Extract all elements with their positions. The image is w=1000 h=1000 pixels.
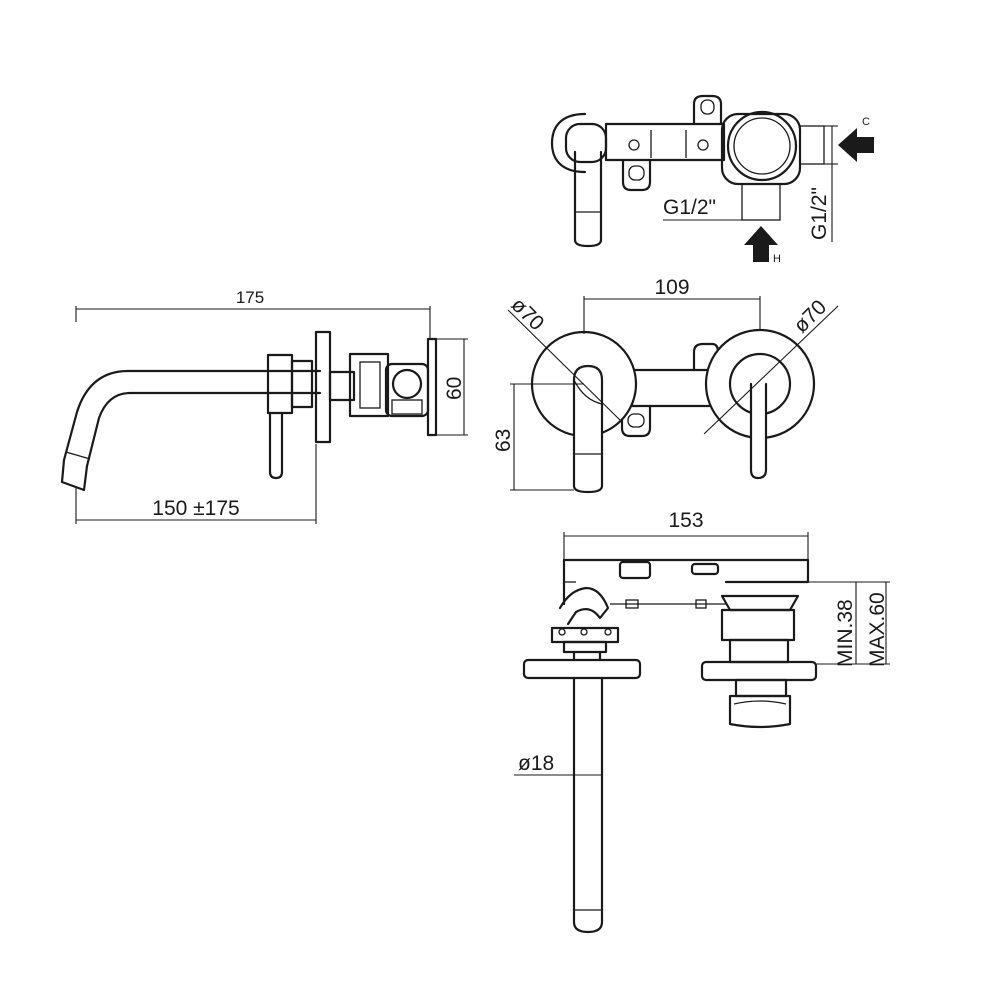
side-spout-collar [266,353,294,415]
side-elevation-view: 175 150 ±175 60 [60,288,468,524]
side-spout-aerator-line [65,451,91,460]
front-lower-bracket-slot [627,413,645,428]
top-spout-collar [562,640,608,654]
top-body-tab [625,599,639,609]
front-view: 109 ø70 ø70 63 [492,276,839,494]
dim-109-label: 109 [654,276,689,299]
top-spout-connector [572,650,602,662]
top-handle-knob [728,694,792,729]
body-cold-inlet [799,125,825,165]
dim-153-label: 153 [668,509,703,532]
body-spout-pipe [573,150,603,248]
side-cartridge-base [391,399,423,415]
top-right-rosette [700,660,818,682]
top-body-tab [695,599,707,609]
body-left-round-end [550,112,587,174]
front-connecting-body [630,368,712,408]
body-top-bracket-slot [700,99,715,115]
top-nut-bolt [604,628,612,636]
top-bracket-left [618,560,652,580]
side-spout-top-edge [62,369,322,462]
dim-175-label: 175 [236,288,264,307]
body-hot-inlet [741,183,781,221]
dim-o70-right-leader [703,305,839,435]
body-cartridge-outer [726,110,798,182]
dim-o70-right-label: ø70 [789,296,831,338]
top-left-rosette [522,658,642,680]
front-spout [572,364,604,494]
g-horizontal-label: G1/2" [663,196,716,219]
concealed-body-view: G1/2" G1/2" C H [550,94,874,265]
side-rear-plate [426,337,438,437]
side-body-block [348,352,390,418]
top-body-outline [562,558,810,584]
top-cartridge-head [720,594,800,612]
body-lower-bracket-slot [628,165,645,181]
dim-150-label: 150 ±175 [152,497,239,520]
body-screw [628,139,640,151]
dim-o18-label: ø18 [518,752,554,775]
side-spout-aerator [60,458,89,492]
body-screw [697,139,709,151]
dim-o70-left-label: ø70 [506,293,548,335]
side-handle-lever [268,411,284,480]
dim-60-label: 60 [443,377,466,400]
front-handle-lever [749,382,768,480]
top-cartridge-body [720,608,796,642]
top-nut-bolt [580,628,588,636]
top-handle-detail [733,700,787,705]
top-bracket-right [690,562,720,576]
hot-inlet-label: H [773,253,781,265]
dim-63-label: 63 [492,429,515,452]
side-spout-nut [290,359,314,409]
side-spout-bottom-edge [85,391,322,468]
side-wall-plate [314,330,332,444]
g-vertical-label: G1/2" [808,187,831,240]
body-lower-bracket [621,158,652,192]
side-cartridge-knob [391,368,423,400]
top-handle-neck [734,678,788,698]
dim-o70-left-leader [507,309,623,423]
front-lower-bracket [620,404,652,438]
dim-min-label: MIN.38 [834,599,857,667]
hot-inlet-arrow-icon [744,226,778,262]
top-plan-view: 153 ø18 [514,509,890,934]
side-body-inner [359,361,381,409]
cold-inlet-arrow-icon [838,128,874,162]
front-spout-bend-line [573,379,603,405]
body-cartridge-inner [733,117,791,175]
body-top-bracket [692,94,723,126]
dim-max-label: MAX.60 [866,592,889,667]
top-spout-pipe [572,676,604,934]
body-bar [604,122,726,162]
top-cartridge-stem [728,638,790,664]
cold-inlet-label: C [862,116,870,128]
top-spout-elbow [558,586,610,626]
side-body-neck [328,370,356,402]
top-nut-bolt [558,628,566,636]
